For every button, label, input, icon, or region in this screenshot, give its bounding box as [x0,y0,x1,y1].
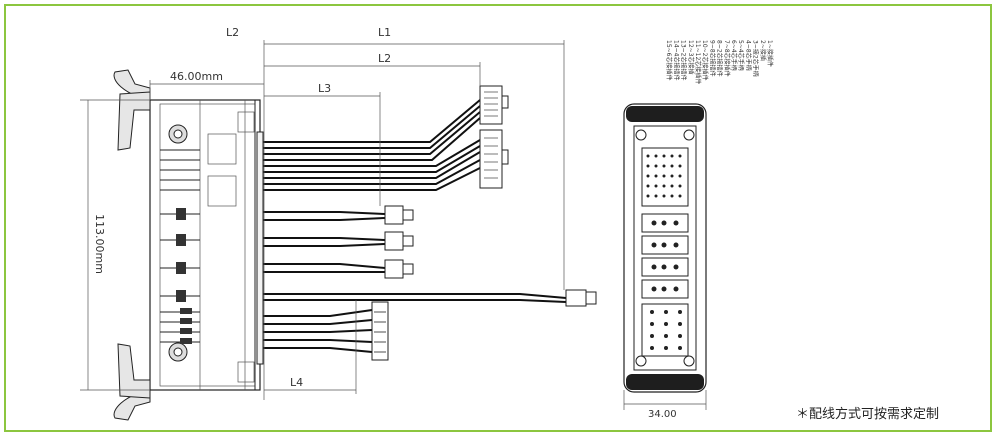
wire-connectors [371,85,597,361]
dim-l2: L2 [378,52,391,65]
connector-front-view [623,103,707,393]
pin-legend-item: 1~接插件 [766,40,774,67]
dim-l4: L4 [290,376,303,389]
pin-legend-item: 3~接2芯手柄 [752,40,760,77]
pin-legend-item: 4~8芯手柄 [744,40,752,71]
pin-legend-item: 11~12芯接插件 [694,40,702,84]
dim-height-113: 113.00mm [93,214,106,274]
pin-legend-item: 12~3芯接插 [687,40,695,74]
pin-legend-item: 13~2芯接插件 [680,40,688,80]
pin-legend-item: 7~8芯接插件 [723,40,731,77]
pin-legend-item: 9~8芯接插件 [708,40,716,77]
wire-harness [263,99,567,353]
dim-l2-top: L2 [226,26,239,39]
pin-legend-item: 10~2芯接插件 [701,40,709,80]
connector-side-view [113,69,264,421]
pin-legend: 1~接插件2~接插3~接2芯手柄4~8芯手柄5~4芯手柄6~4芯手柄7~8芯接插… [665,40,774,84]
dim-l1: L1 [378,26,391,39]
dim-l3: L3 [318,82,331,95]
dimension-lines [80,40,707,410]
dim-width-34: 34.00 [648,409,677,420]
pin-legend-item: 8~2芯接插件 [716,40,724,77]
drawing-frame [4,4,992,432]
pin-legend-item: 2~接插 [759,40,767,61]
pin-legend-item: 6~4芯手柄 [730,40,738,71]
dim-width-46: 46.00mm [170,70,223,83]
custom-wiring-note: ＊配线方式可按需求定制 [796,406,939,422]
pin-legend-item: 15~6芯接插件 [665,40,673,80]
pin-legend-item: 5~4芯手柄 [737,40,745,71]
pin-legend-item: 14~4芯接插件 [672,40,680,80]
